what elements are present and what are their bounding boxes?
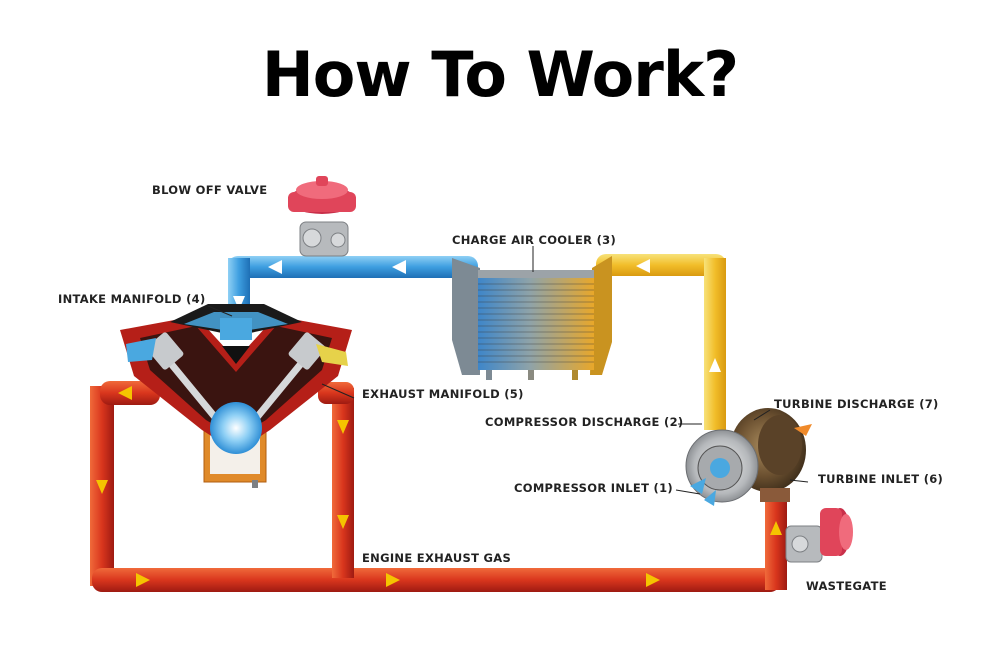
leader-lines — [207, 246, 809, 495]
page-title: How To Work? — [261, 38, 739, 111]
label-blow-off-valve: BLOW OFF VALVE — [152, 183, 267, 197]
compressed-air-pipe — [596, 254, 726, 430]
label-intake-manifold: INTAKE MANIFOLD (4) — [58, 292, 206, 306]
label-wastegate: WASTEGATE — [806, 579, 887, 593]
wastegate — [785, 508, 853, 563]
intake-flow-arrows — [233, 260, 406, 310]
label-exhaust-manifold: EXHAUST MANIFOLD (5) — [362, 387, 524, 401]
turbocharger — [685, 408, 812, 506]
exhaust-pipe-loop — [90, 381, 787, 592]
label-compressor-inlet: COMPRESSOR INLET (1) — [514, 481, 673, 495]
compressed-flow-arrows — [636, 259, 721, 372]
engine-block — [120, 304, 352, 488]
blow-off-valve — [288, 176, 356, 257]
label-charge-air-cooler: CHARGE AIR COOLER (3) — [452, 233, 616, 247]
label-compressor-discharge: COMPRESSOR DISCHARGE (2) — [485, 415, 683, 429]
charge-air-cooler — [452, 256, 612, 380]
label-turbine-inlet: TURBINE INLET (6) — [818, 472, 943, 486]
exhaust-flow-arrows — [96, 386, 782, 587]
label-engine-exhaust-gas: ENGINE EXHAUST GAS — [362, 551, 511, 565]
label-turbine-discharge: TURBINE DISCHARGE (7) — [774, 397, 939, 411]
compressor-inlet-arrows — [690, 478, 716, 506]
